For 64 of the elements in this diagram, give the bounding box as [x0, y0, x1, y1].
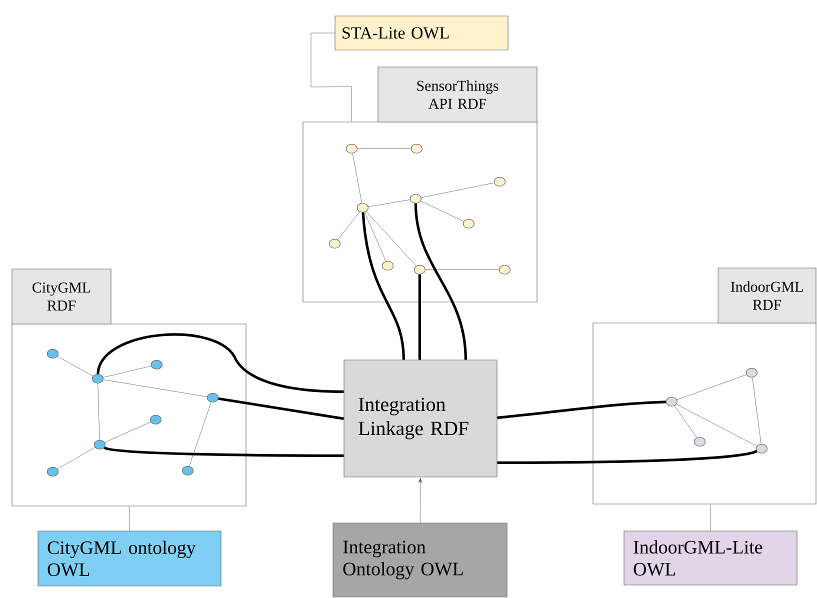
graph-panel: CityGML RDF — [12, 268, 246, 506]
graph-edge — [57, 356, 94, 376]
graph-node — [410, 194, 422, 204]
graph-edge — [357, 148, 412, 149]
graph-node — [94, 440, 106, 450]
graph-edge — [421, 182, 494, 198]
connector-line — [310, 32, 352, 122]
graph-edge — [338, 212, 360, 240]
node-label: SensorThings API RDF — [417, 80, 498, 109]
linkage-box: Integration Linkage RDF — [344, 360, 498, 478]
link-curve — [104, 446, 344, 457]
graph-node — [462, 218, 474, 228]
graph-node — [182, 466, 194, 476]
link-curve — [497, 450, 758, 464]
ontology-box: Integration Ontology OWL — [332, 522, 508, 598]
graph-node — [150, 414, 162, 424]
graph-node — [498, 264, 510, 274]
link-curve — [497, 400, 666, 419]
graph-node — [150, 360, 162, 370]
graph-edge — [366, 211, 416, 266]
graph-node — [346, 144, 358, 154]
node-label: IndoorGML RDF — [730, 281, 803, 310]
graph-edge — [676, 404, 757, 446]
connector-line — [129, 506, 130, 531]
ontology-box: CityGML ontology OWL — [38, 530, 222, 586]
graph-edge — [752, 377, 762, 444]
graph-edge — [674, 406, 697, 438]
graph-edge — [364, 212, 386, 262]
graph-node — [410, 144, 422, 154]
link-curve — [218, 397, 344, 420]
graph-edge — [352, 153, 362, 204]
graph-edge — [368, 199, 410, 207]
graph-edge — [103, 379, 208, 397]
graph-node — [206, 392, 218, 402]
graph-node — [382, 260, 394, 270]
graph-panel: SensorThings API RDF — [302, 66, 538, 302]
graph-edge — [189, 402, 212, 466]
node-label: CityGML RDF — [32, 282, 90, 310]
link-curve — [362, 212, 405, 360]
graph-edge — [98, 383, 100, 440]
graph-node — [92, 374, 104, 384]
graph-panel: IndoorGML RDF — [592, 268, 816, 504]
graph-node — [494, 176, 506, 186]
ontology-box: STA-Lite OWL — [334, 16, 508, 50]
graph-edge — [420, 200, 464, 222]
link-curve — [418, 274, 421, 360]
arrow — [418, 478, 422, 523]
graph-node — [694, 436, 706, 446]
link-curve — [414, 203, 467, 360]
graph-edge — [103, 366, 152, 378]
graph-node — [756, 444, 768, 454]
graph-edge — [57, 447, 96, 470]
graph-node — [46, 348, 58, 358]
graph-node — [356, 202, 368, 212]
connector-line — [710, 504, 711, 531]
graph-edge — [676, 374, 747, 400]
link-curve — [96, 333, 344, 393]
graph-edge — [104, 422, 151, 443]
graph-node — [414, 264, 426, 274]
graph-node — [328, 238, 340, 248]
graph-node — [746, 368, 758, 378]
ontology-box: IndoorGML-Lite OWL — [624, 530, 798, 586]
graph-node — [46, 466, 58, 476]
graph-node — [666, 396, 678, 406]
